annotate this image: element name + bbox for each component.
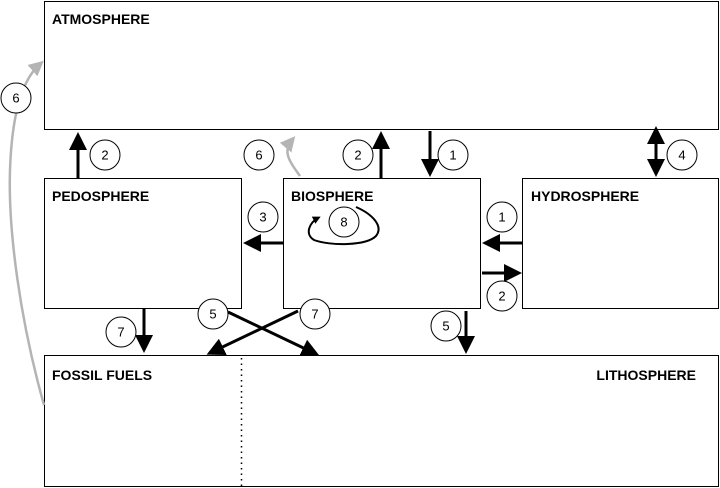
pedo-to-litho-arrow (227, 310, 320, 356)
flow-label-bio-to-pedo: 3 (247, 201, 279, 233)
flow-label-atmos-to-bio: 1 (437, 139, 469, 171)
flow-label-fossil-to-atmos: 6 (0, 82, 32, 114)
flow-number: 3 (259, 210, 266, 225)
flow-label-pedo-to-fossil: 7 (105, 316, 137, 348)
flow-number: 7 (117, 325, 124, 340)
hydrosphere-box: HYDROSPHERE (522, 178, 719, 309)
lithosphere-box: FOSSIL FUELS LITHOSPHERE (44, 355, 719, 487)
fossil-fuels-label: FOSSIL FUELS (52, 367, 152, 383)
flow-number: 1 (449, 148, 456, 163)
flow-label-bio-to-litho: 5 (430, 310, 462, 342)
flow-number: 5 (442, 319, 449, 334)
flow-number: 2 (498, 289, 505, 304)
flow-label-pedo-to-litho: 5 (197, 298, 229, 330)
atmosphere-box: ATMOSPHERE (44, 1, 719, 130)
flow-label-bio-to-hydro: 2 (486, 280, 518, 312)
flow-number: 8 (340, 215, 347, 230)
atmosphere-label: ATMOSPHERE (52, 11, 150, 27)
flow-number: 6 (12, 91, 19, 106)
flow-number: 5 (209, 307, 216, 322)
lithosphere-label: LITHOSPHERE (596, 367, 696, 383)
flow-number: 2 (354, 148, 361, 163)
flow-label-pedo-to-atmos: 2 (89, 139, 121, 171)
hydrosphere-label: HYDROSPHERE (531, 188, 639, 204)
flow-label-bio-internal: 8 (328, 206, 360, 238)
bio-to-atmos-gray-arrow (279, 136, 302, 177)
biosphere-label: BIOSPHERE (291, 188, 373, 204)
flow-number: 1 (498, 210, 505, 225)
fossil-to-atmos-gray-arrow (8, 60, 46, 406)
flow-label-bio-to-fossil: 7 (299, 298, 331, 330)
flow-label-bio-to-atmos: 2 (342, 139, 374, 171)
biosphere-box: BIOSPHERE (283, 178, 481, 309)
pedosphere-label: PEDOSPHERE (52, 188, 149, 204)
flow-number: 4 (678, 148, 685, 163)
bio-to-fossil-arrow (206, 309, 299, 355)
flow-label-atmos-hydro: 4 (666, 139, 698, 171)
flow-label-bio-to-atmos-gray: 6 (243, 139, 275, 171)
bio-internal-loop-arrow (307, 206, 380, 246)
flow-number: 6 (255, 148, 262, 163)
pedosphere-box: PEDOSPHERE (44, 178, 242, 309)
flow-label-hydro-to-bio: 1 (486, 201, 518, 233)
flow-number: 7 (311, 307, 318, 322)
flow-number: 2 (101, 148, 108, 163)
